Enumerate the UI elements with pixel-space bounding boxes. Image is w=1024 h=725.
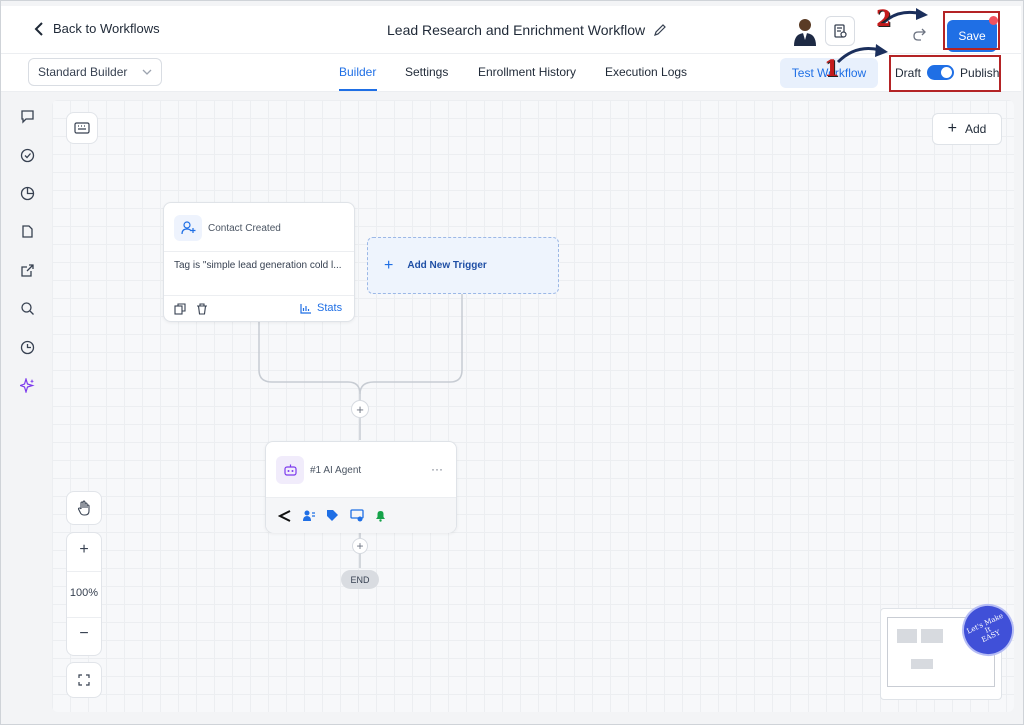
document-gear-icon (834, 24, 847, 38)
stats-label: Stats (317, 302, 343, 314)
add-step-button[interactable]: + (352, 538, 368, 554)
annotation-number-1: 1 (824, 56, 840, 82)
workflow-canvas[interactable] (52, 100, 1014, 712)
annotation-box-toggle (889, 55, 1001, 92)
contact-icon[interactable] (302, 509, 316, 522)
builder-select[interactable]: Standard Builder (28, 58, 162, 86)
back-label: Back to Workflows (53, 21, 160, 36)
pencil-icon[interactable] (653, 23, 667, 37)
chevron-down-icon (142, 69, 152, 75)
copy-icon[interactable] (174, 303, 186, 315)
search-icon[interactable] (19, 300, 35, 316)
arrow-left-icon[interactable] (278, 510, 292, 522)
test-workflow-button[interactable]: Test Workflow (780, 58, 878, 88)
builder-select-value: Standard Builder (38, 65, 128, 79)
add-new-trigger-label: Add New Trigger (407, 260, 487, 271)
trigger-title: Contact Created (208, 223, 281, 234)
tab-execution-logs[interactable]: Execution Logs (605, 65, 688, 79)
divider (67, 571, 101, 572)
left-sidebar (1, 92, 49, 720)
ai-agent-tools (266, 497, 456, 533)
hand-icon (77, 500, 90, 516)
publish-toggle-group: Draft Publish (895, 65, 999, 80)
trash-icon[interactable] (196, 303, 208, 315)
divider (164, 295, 354, 296)
tag-icon[interactable] (326, 509, 339, 522)
minimap-node (897, 629, 917, 643)
divider (67, 617, 101, 618)
keyboard-icon (74, 122, 90, 134)
trigger-filter: Tag is "simple lead generation cold l... (174, 260, 342, 271)
end-marker: END (341, 570, 379, 589)
pie-chart-icon[interactable] (19, 185, 35, 201)
workflow-title-text: Lead Research and Enrichment Workflow (387, 22, 646, 38)
chat-icon[interactable] (19, 108, 35, 124)
pan-tool-button[interactable] (66, 491, 102, 525)
ai-agent-node[interactable]: #1 AI Agent ··· (265, 441, 457, 533)
add-new-trigger[interactable]: + Add New Trigger (367, 237, 559, 294)
sub-bar: Standard Builder Builder Settings Enroll… (1, 54, 1021, 92)
more-options-button[interactable]: ··· (431, 462, 443, 476)
minimap-node (911, 659, 933, 669)
sparkle-icon[interactable] (19, 377, 35, 393)
draft-label: Draft (895, 65, 922, 80)
divider (164, 251, 354, 252)
document-settings-button[interactable] (825, 16, 855, 46)
avatar[interactable] (791, 16, 819, 46)
zoom-controls: + 100% − (66, 532, 102, 656)
zoom-level: 100% (69, 587, 99, 599)
workflow-title: Lead Research and Enrichment Workflow (387, 22, 667, 38)
top-bar: Back to Workflows Lead Research and Enri… (1, 6, 1021, 54)
trigger-node[interactable]: Contact Created Tag is "simple lead gene… (163, 202, 355, 322)
message-icon[interactable] (350, 509, 364, 522)
plus-icon: + (384, 256, 394, 274)
unsaved-indicator (989, 16, 998, 25)
expand-icon (78, 674, 90, 686)
add-label: Add (964, 122, 987, 136)
fit-view-button[interactable] (66, 662, 102, 698)
tab-settings[interactable]: Settings (405, 65, 449, 79)
chevron-left-icon (34, 21, 43, 36)
bell-icon[interactable] (374, 509, 387, 522)
bar-chart-icon (300, 303, 311, 314)
robot-icon (276, 456, 304, 484)
stats-button[interactable]: Stats (300, 302, 342, 314)
add-step-button[interactable]: + (351, 400, 369, 418)
external-link-icon[interactable] (19, 262, 35, 278)
save-button[interactable]: Save (947, 20, 997, 52)
active-tab-indicator (339, 89, 377, 91)
back-to-workflows-link[interactable]: Back to Workflows (33, 21, 160, 36)
keyboard-shortcuts-button[interactable] (66, 112, 98, 144)
clock-icon[interactable] (19, 339, 35, 355)
zoom-in-button[interactable]: + (79, 541, 89, 558)
tab-enrollment-history[interactable]: Enrollment History (478, 65, 577, 79)
publish-label: Publish (960, 65, 1000, 80)
annotation-arrows (836, 8, 928, 64)
redo-icon (913, 28, 926, 41)
redo-button[interactable] (905, 20, 935, 50)
user-plus-icon (174, 215, 202, 241)
annotation-box-save (943, 11, 1000, 50)
tab-builder[interactable]: Builder (339, 65, 377, 79)
zoom-out-button[interactable]: − (79, 625, 89, 642)
minimap-node (921, 629, 943, 643)
add-button[interactable]: + Add (932, 113, 1002, 145)
ai-agent-title: #1 AI Agent (310, 465, 362, 476)
file-icon[interactable] (19, 223, 35, 239)
check-circle-icon[interactable] (19, 147, 35, 163)
plus-icon: + (947, 120, 957, 137)
annotation-number-2: 2 (876, 6, 892, 32)
publish-toggle[interactable] (927, 65, 955, 80)
